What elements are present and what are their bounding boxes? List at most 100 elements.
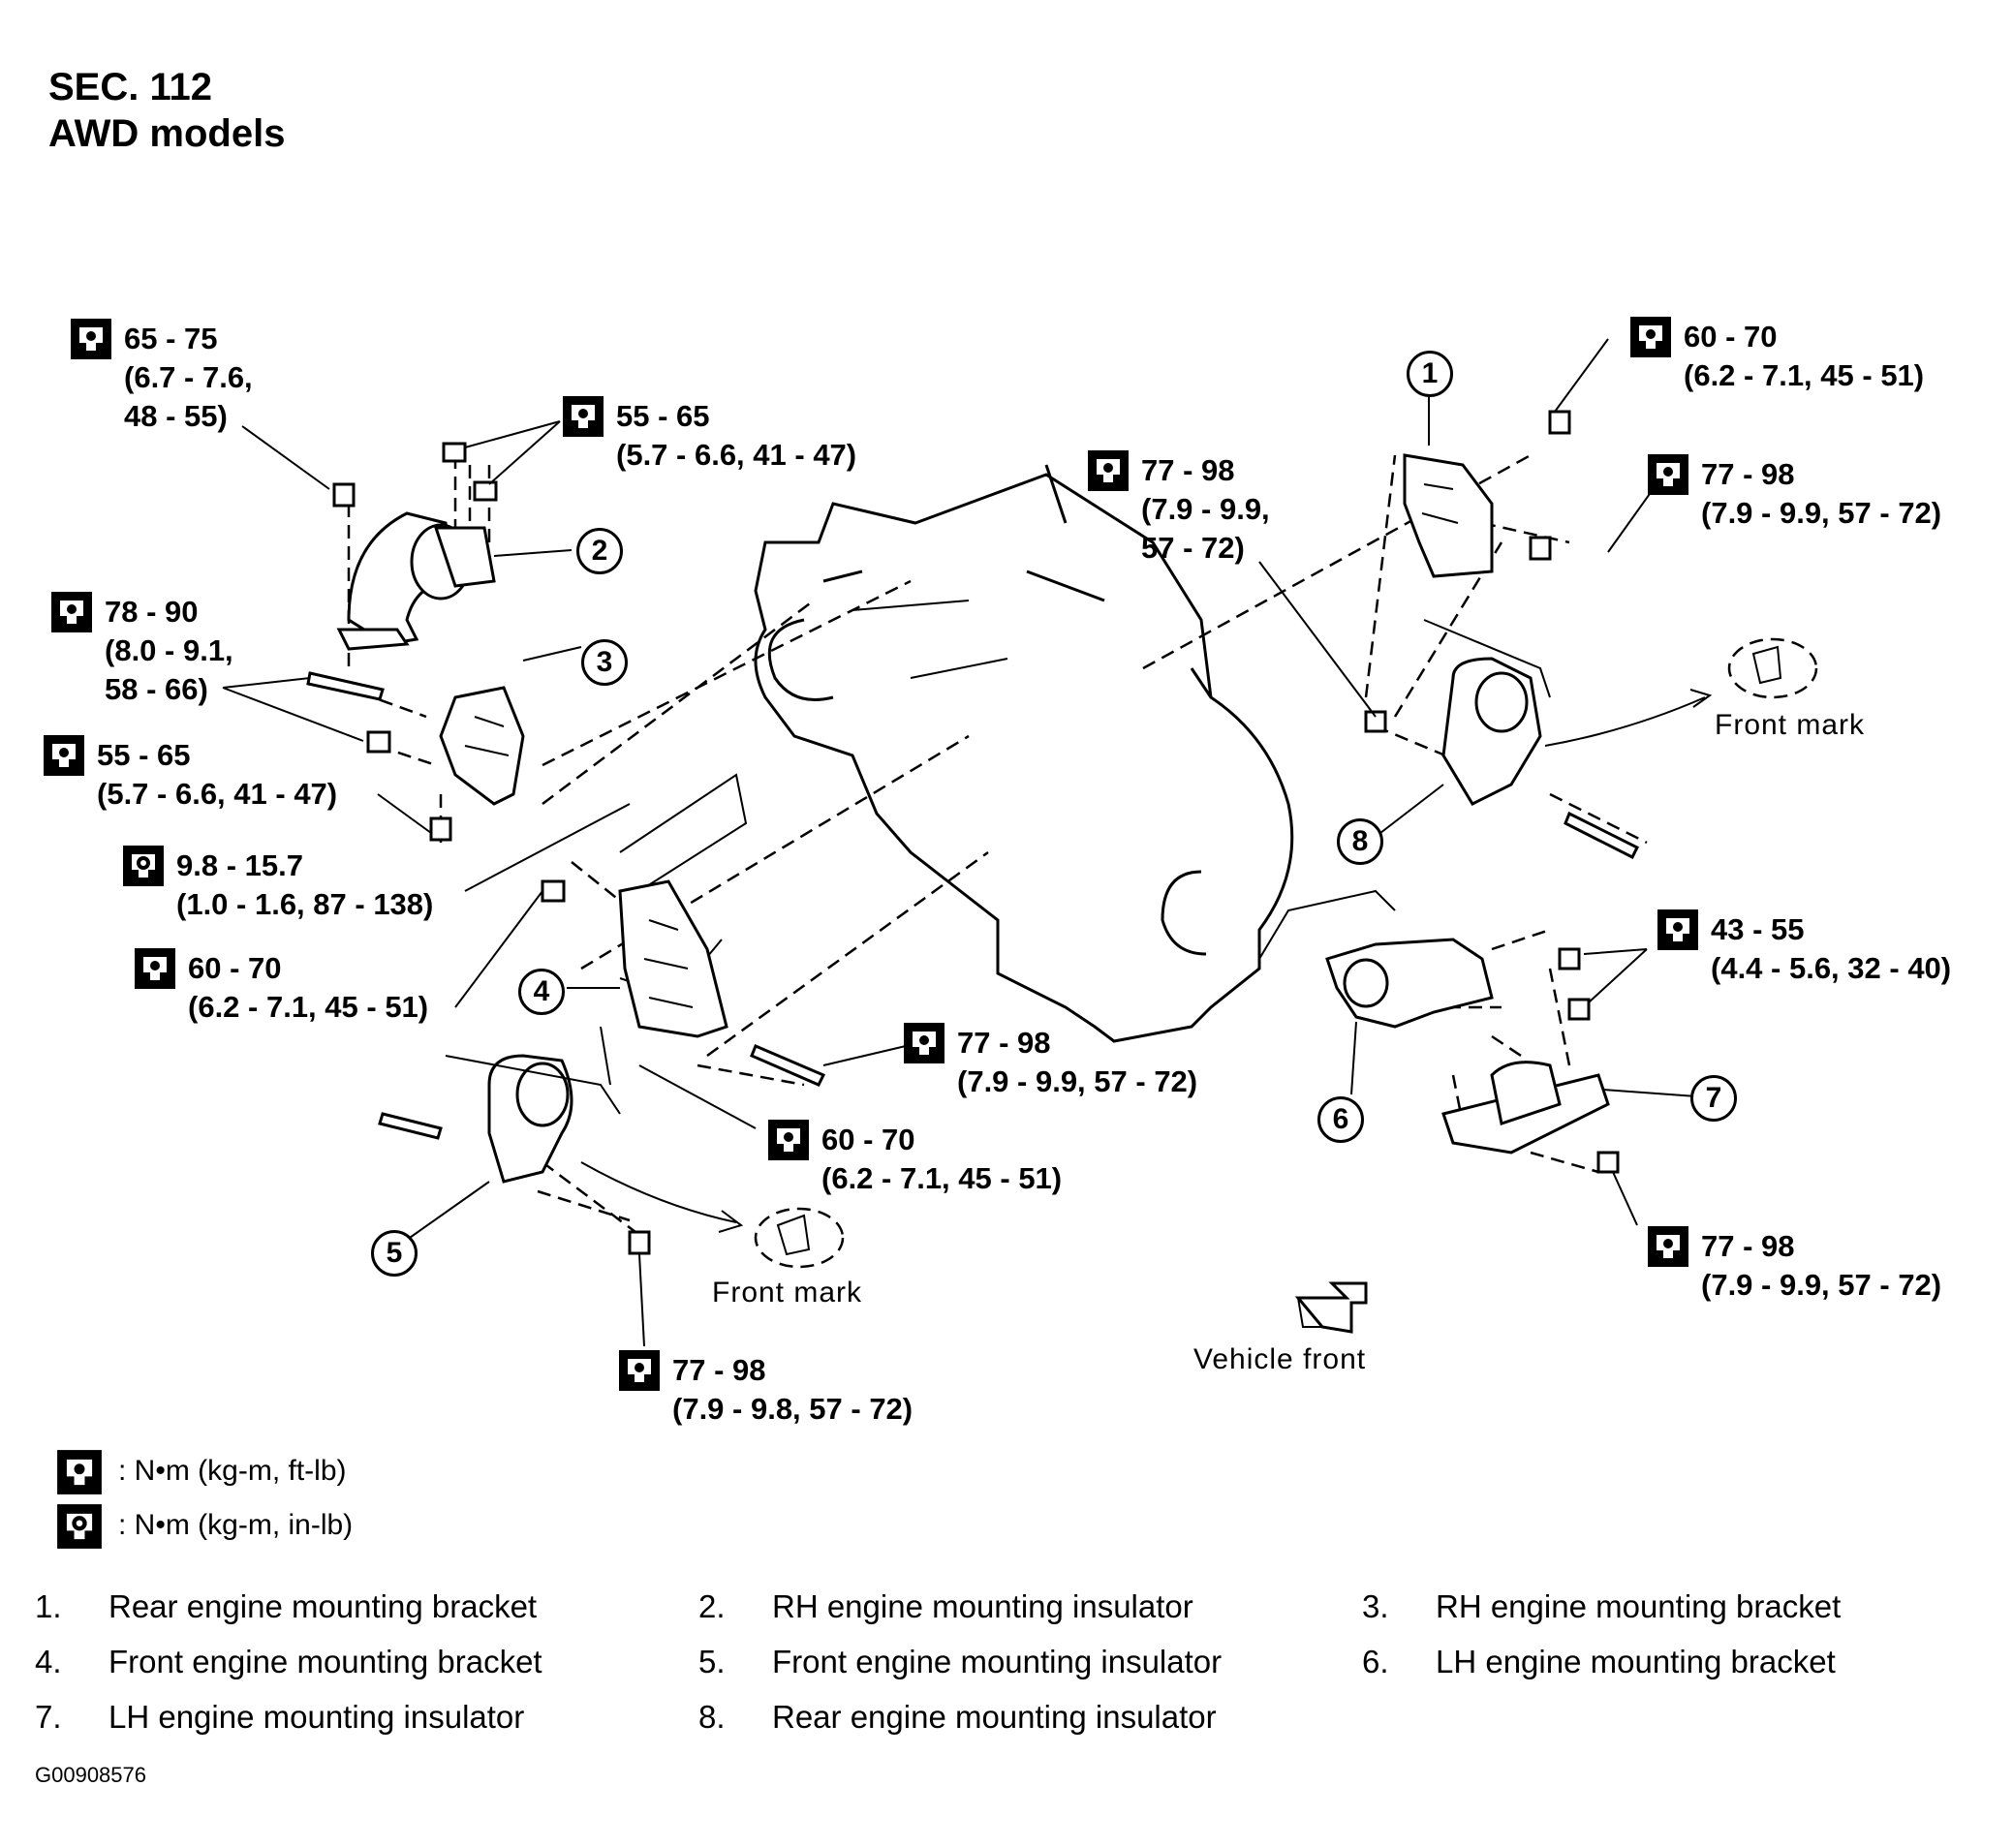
torque-kgm-ftlb: (7.9 - 9.9, 57 - 72) xyxy=(1701,496,1942,530)
torque-spec-5: 9.8 - 15.7 (1.0 - 1.6, 87 - 138) xyxy=(122,846,434,924)
torque-wrench-ft-lb-icon xyxy=(57,1450,102,1494)
torque-nm: 77 - 98 xyxy=(1701,457,1795,491)
torque-wrench-ft-lb-icon xyxy=(768,1120,809,1160)
torque-kgm-ftlb: (6.2 - 7.1, 45 - 51) xyxy=(1684,358,1925,392)
torque-kgm-ftlb-cont: 57 - 72) xyxy=(1141,531,1245,565)
leader-lines xyxy=(222,338,1711,1347)
torque-spec-8: 60 - 70 (6.2 - 7.1, 45 - 51) xyxy=(767,1120,1063,1198)
callout-2: 2 xyxy=(576,528,623,574)
legend-text-in-lb: : N•m (kg-m, in-lb) xyxy=(118,1509,354,1541)
torque-kgm-ftlb: (6.7 - 7.6, xyxy=(124,360,253,394)
front-mark-label-right: Front mark xyxy=(1715,709,1866,741)
torque-kgm-ftlb-cont: 58 - 66) xyxy=(105,672,208,706)
torque-nm: 60 - 70 xyxy=(821,1123,915,1156)
torque-kgm-ftlb: (5.7 - 6.6, 41 - 47) xyxy=(616,438,857,472)
torque-kgm-ftlb: (4.4 - 5.6, 32 - 40) xyxy=(1711,951,1952,985)
torque-kgm-inlb: (1.0 - 1.6, 87 - 138) xyxy=(176,887,434,921)
torque-spec-11: 60 - 70 (6.2 - 7.1, 45 - 51) xyxy=(1629,317,1925,395)
part-number: 3. xyxy=(1362,1588,1389,1624)
part-name: Rear engine mounting insulator xyxy=(772,1699,1217,1735)
torque-nm: 77 - 98 xyxy=(957,1026,1051,1060)
torque-nm: 43 - 55 xyxy=(1711,912,1805,946)
torque-wrench-ft-lb-icon xyxy=(71,319,111,359)
torque-wrench-ft-lb-icon xyxy=(44,735,84,776)
list-item: 8. Rear engine mounting insulator xyxy=(698,1699,1217,1736)
part-number: 1. xyxy=(35,1588,62,1624)
rear-mount-assembly xyxy=(1403,453,1551,806)
torque-kgm-ftlb: (8.0 - 9.1, xyxy=(105,633,233,667)
torque-kgm-ftlb: (6.2 - 7.1, 45 - 51) xyxy=(821,1161,1063,1195)
list-item: 1.Rear engine mounting bracket xyxy=(35,1588,537,1625)
torque-spec-4: 55 - 65 (5.7 - 6.6, 41 - 47) xyxy=(43,735,338,814)
torque-spec-7: 77 - 98 (7.9 - 9.9, 57 - 72) xyxy=(903,1023,1198,1101)
callout-6: 6 xyxy=(1317,1096,1364,1143)
part-number: 6. xyxy=(1362,1644,1389,1679)
part-number: 4. xyxy=(35,1644,62,1679)
torque-nm: 78 - 90 xyxy=(105,595,199,629)
bolts xyxy=(306,410,1640,1255)
torque-wrench-ft-lb-icon xyxy=(1657,909,1698,950)
torque-kgm-ftlb: (7.9 - 9.9, xyxy=(1141,492,1270,526)
part-name: RH engine mounting insulator xyxy=(772,1588,1193,1624)
torque-kgm-ftlb-cont: 48 - 55) xyxy=(124,399,228,433)
torque-nm: 60 - 70 xyxy=(1684,320,1778,354)
torque-spec-9: 77 - 98 (7.9 - 9.8, 57 - 72) xyxy=(618,1350,913,1429)
torque-wrench-ft-lb-icon xyxy=(619,1350,660,1391)
vehicle-front-label: Vehicle front xyxy=(1193,1343,1367,1375)
list-item: 3. RH engine mounting bracket xyxy=(1362,1588,1841,1625)
callout-8: 8 xyxy=(1337,818,1383,865)
front-mark-symbols xyxy=(580,637,1818,1269)
torque-wrench-ft-lb-icon xyxy=(904,1023,945,1063)
part-number: 5. xyxy=(698,1644,726,1679)
front-mount-assembly xyxy=(445,879,728,1184)
torque-kgm-ftlb: (6.2 - 7.1, 45 - 51) xyxy=(188,990,429,1024)
torque-wrench-ft-lb-icon xyxy=(1648,1226,1688,1267)
torque-nm: 77 - 98 xyxy=(672,1353,766,1387)
torque-spec-6: 60 - 70 (6.2 - 7.1, 45 - 51) xyxy=(134,948,429,1027)
list-item: 7.LH engine mounting insulator xyxy=(35,1699,524,1736)
callout-4: 4 xyxy=(518,969,565,1015)
part-name: RH engine mounting bracket xyxy=(1436,1588,1842,1624)
torque-spec-14: 77 - 98 (7.9 - 9.9, 57 - 72) xyxy=(1647,1226,1942,1305)
torque-wrench-in-lb-icon xyxy=(123,846,164,886)
torque-spec-2: 55 - 65 (5.7 - 6.6, 41 - 47) xyxy=(562,396,857,475)
part-number: 2. xyxy=(698,1588,726,1624)
torque-spec-10: 77 - 98 (7.9 - 9.9, 57 - 72) xyxy=(1087,450,1270,568)
torque-nm: 55 - 65 xyxy=(97,738,191,772)
front-mark-label-left: Front mark xyxy=(712,1277,863,1309)
torque-wrench-ft-lb-icon xyxy=(1088,450,1129,491)
torque-nm: 65 - 75 xyxy=(124,322,218,355)
callout-7: 7 xyxy=(1690,1075,1737,1122)
list-item: 5.Front engine mounting insulator xyxy=(698,1644,1222,1680)
torque-wrench-ft-lb-icon xyxy=(1630,317,1671,357)
callout-5: 5 xyxy=(371,1230,418,1277)
lh-mount-assembly xyxy=(1325,938,1610,1155)
figure-id: G00908576 xyxy=(35,1763,146,1787)
legend-text-ft-lb: : N•m (kg-m, ft-lb) xyxy=(118,1455,347,1487)
part-name: Front engine mounting bracket xyxy=(108,1644,542,1679)
torque-wrench-ft-lb-icon xyxy=(135,948,175,989)
list-item: 6.LH engine mounting bracket xyxy=(1362,1644,1836,1680)
callout-3: 3 xyxy=(581,639,628,686)
part-number: 8. xyxy=(698,1699,726,1735)
diagram-header: SEC. 112 AWD models xyxy=(48,64,285,157)
torque-wrench-ft-lb-icon xyxy=(1648,454,1688,495)
vehicle-front-arrow xyxy=(1294,1281,1368,1334)
torque-nm: 9.8 - 15.7 xyxy=(176,848,303,882)
list-item: 4. Front engine mounting bracket xyxy=(35,1644,542,1680)
list-item: 2. RH engine mounting insulator xyxy=(698,1588,1193,1625)
torque-spec-12: 77 - 98 (7.9 - 9.9, 57 - 72) xyxy=(1647,454,1942,533)
torque-wrench-in-lb-icon xyxy=(57,1504,102,1549)
torque-kgm-ftlb: (5.7 - 6.6, 41 - 47) xyxy=(97,777,338,811)
torque-kgm-ftlb: (7.9 - 9.9, 57 - 72) xyxy=(1701,1268,1942,1302)
torque-nm: 55 - 65 xyxy=(616,399,710,433)
torque-nm: 77 - 98 xyxy=(1141,453,1235,487)
callout-1: 1 xyxy=(1407,351,1453,397)
torque-kgm-ftlb: (7.9 - 9.9, 57 - 72) xyxy=(957,1064,1198,1098)
torque-nm: 77 - 98 xyxy=(1701,1229,1795,1263)
section-number: SEC. 112 xyxy=(48,66,213,108)
torque-wrench-ft-lb-icon xyxy=(563,396,604,437)
part-number: 7. xyxy=(35,1699,62,1735)
